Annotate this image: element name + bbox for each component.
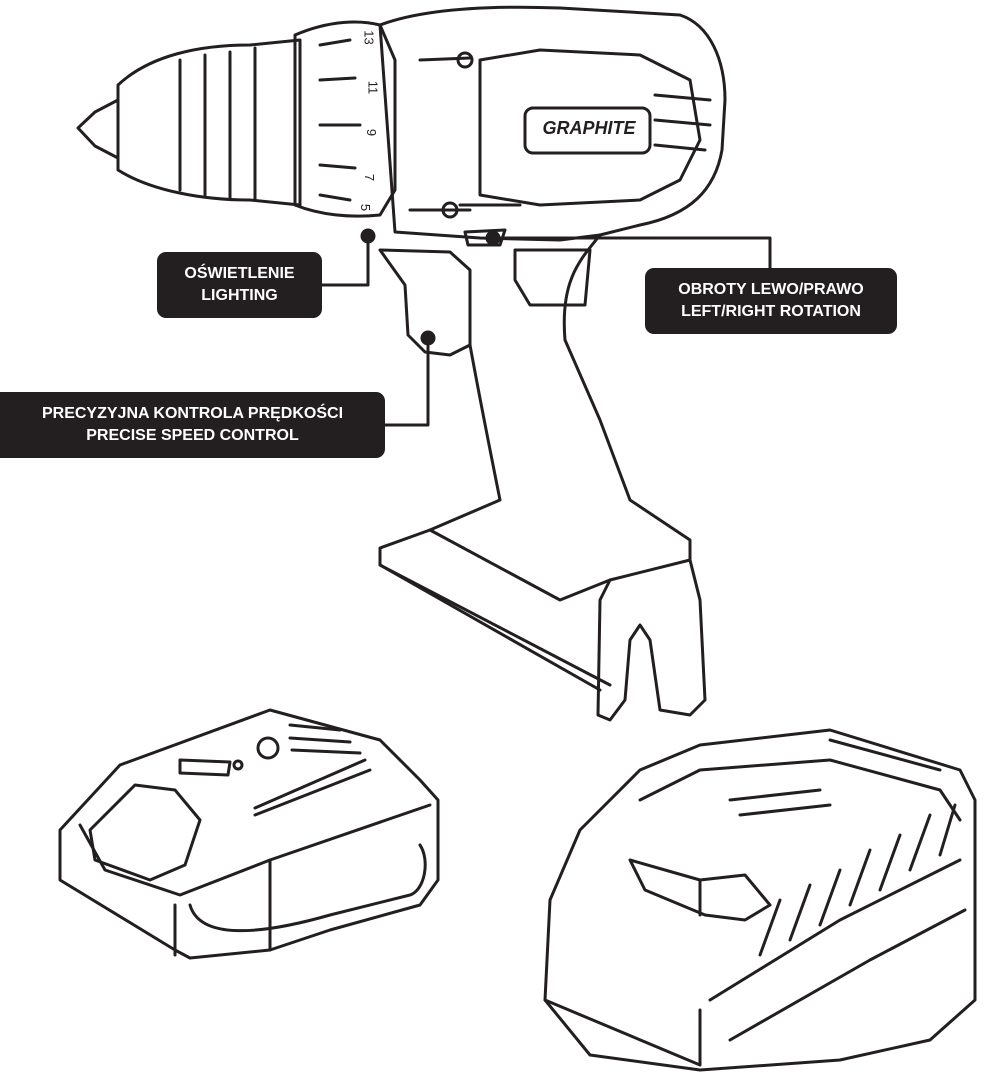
callout-speed-en: PRECISE SPEED CONTROL bbox=[86, 427, 299, 444]
callout-rotation-en: LEFT/RIGHT ROTATION bbox=[681, 303, 861, 320]
clutch-number: 13 bbox=[361, 30, 377, 45]
callout-lighting-en: LIGHTING bbox=[201, 287, 278, 304]
drill bbox=[76, 5, 727, 722]
leader-rotation bbox=[491, 236, 772, 270]
callout-rotation-pl: OBROTY LEWO/PRAWO bbox=[678, 281, 864, 298]
clutch-number: 7 bbox=[362, 173, 378, 182]
callout-lighting: OŚWIETLENIE LIGHTING bbox=[157, 252, 322, 318]
callout-rotation: OBROTY LEWO/PRAWO LEFT/RIGHT ROTATION bbox=[645, 268, 897, 334]
leader-lighting bbox=[320, 234, 370, 287]
callout-speed-pl: PRECYZYJNA KONTROLA PRĘDKOŚCI bbox=[41, 405, 344, 422]
leader-speed bbox=[383, 336, 430, 427]
clutch-number: 11 bbox=[365, 80, 381, 95]
brand-logo: GRAPHITE bbox=[542, 118, 636, 138]
callout-lighting-pl: OŚWIETLENIE bbox=[184, 265, 295, 282]
charger bbox=[543, 728, 977, 1072]
battery bbox=[58, 708, 440, 960]
clutch-number: 9 bbox=[364, 128, 380, 137]
clutch-number: 5 bbox=[358, 203, 374, 212]
callout-speed-control: PRECYZYJNA KONTROLA PRĘDKOŚCI PRECISE SP… bbox=[0, 392, 385, 458]
